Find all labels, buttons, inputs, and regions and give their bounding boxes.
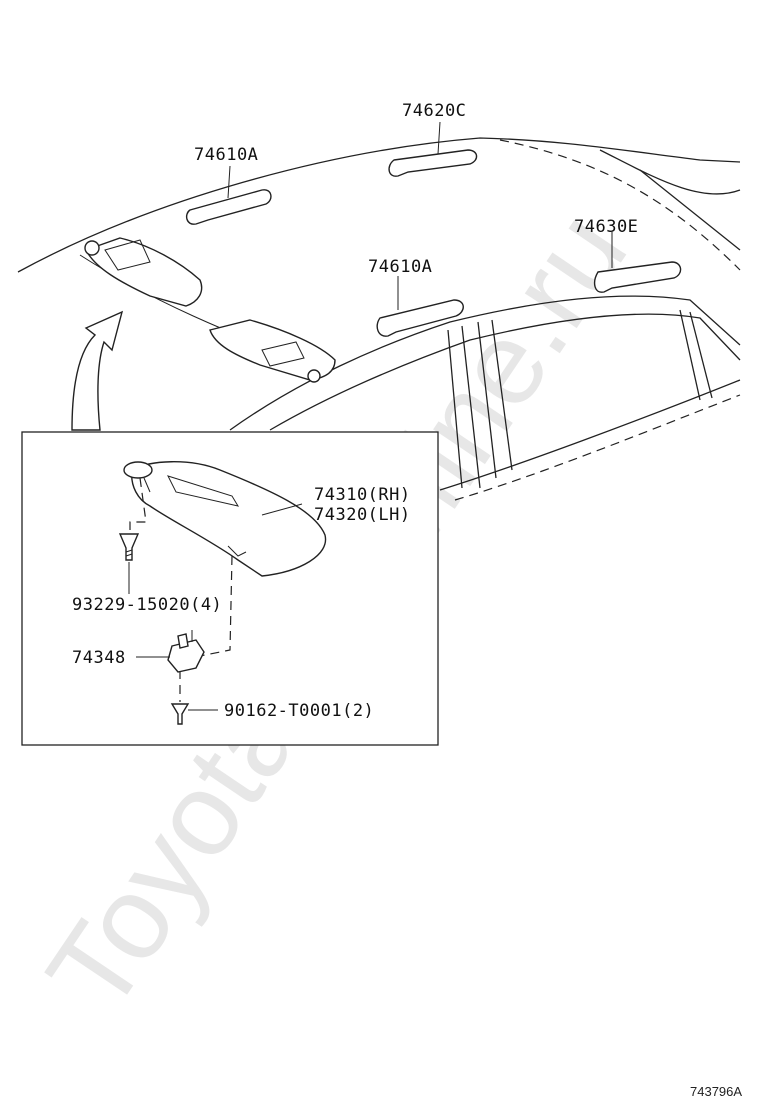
label-74320-lh: 74320(LH) — [314, 505, 411, 525]
roof-visor-right — [209, 319, 336, 383]
assist-grip-front-lh — [376, 299, 464, 337]
visor-detail — [123, 461, 327, 577]
top-leader-lines — [227, 121, 613, 310]
label-74610a-front: 74610A — [194, 145, 258, 165]
detail-arrow — [71, 310, 124, 431]
label-74630e: 74630E — [574, 217, 638, 237]
visor-leader — [261, 503, 303, 516]
visor-screw — [118, 533, 140, 561]
assist-grip-rear-center — [388, 149, 478, 177]
screw-dash-line — [129, 477, 147, 530]
roof-outline — [17, 137, 741, 501]
label-93229: 93229-15020(4) — [72, 595, 222, 615]
assist-grip-rear-rh — [593, 261, 682, 293]
label-74620c: 74620C — [402, 101, 466, 121]
label-74610a-lh: 74610A — [368, 257, 432, 277]
visor-holder — [167, 630, 205, 673]
holder-screw — [170, 703, 190, 725]
roof-visor-left — [84, 237, 203, 307]
figure-reference: 743796A — [690, 1084, 742, 1099]
assist-grip-front-rh — [185, 189, 272, 225]
holder-dash-line — [199, 555, 233, 657]
label-90162: 90162-T0001(2) — [224, 701, 374, 721]
label-74348: 74348 — [72, 648, 126, 668]
label-74310-rh: 74310(RH) — [314, 485, 411, 505]
